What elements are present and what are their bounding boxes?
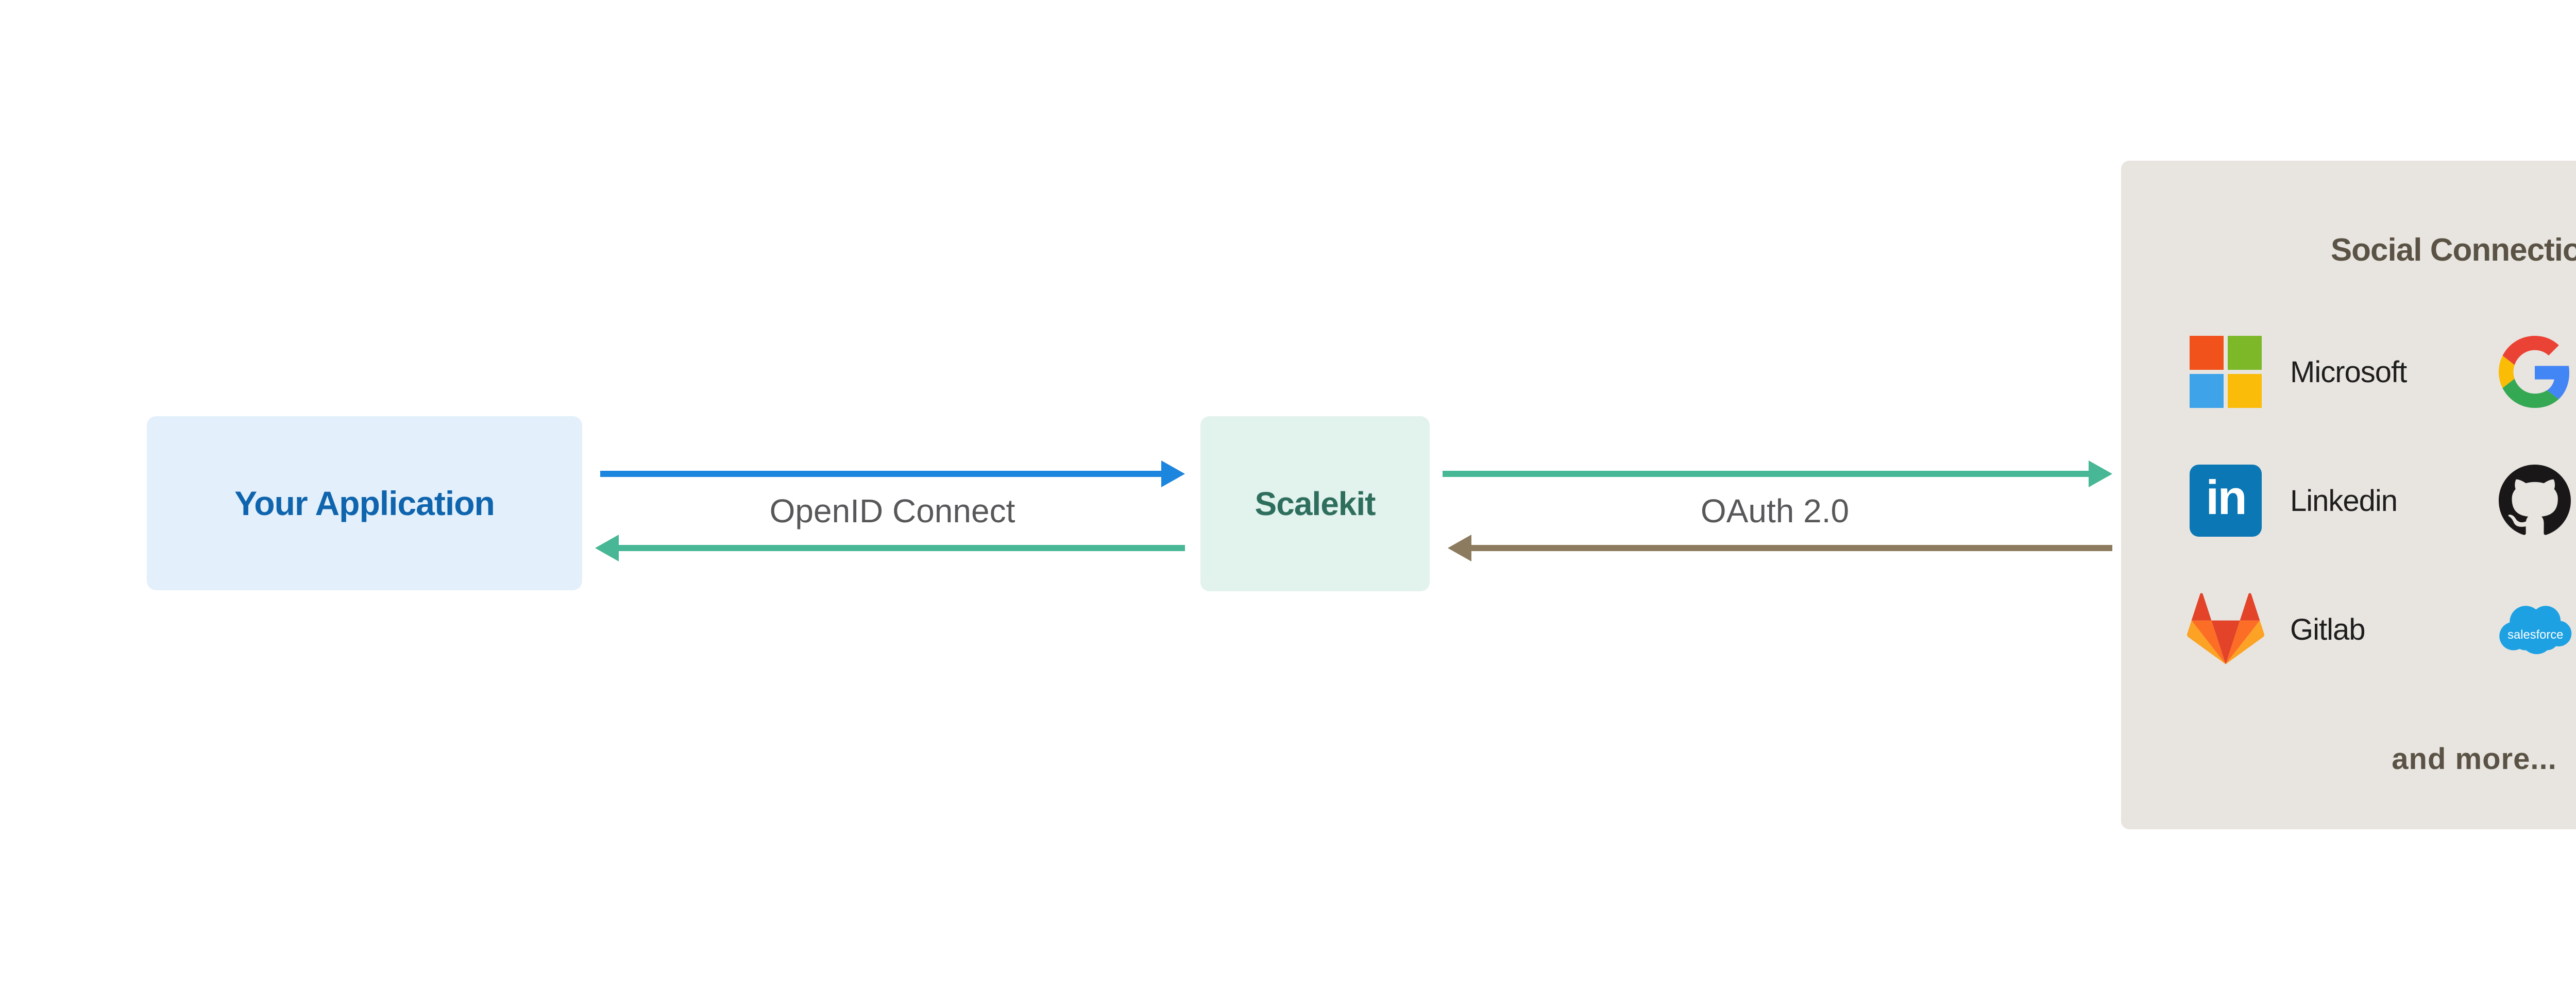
arrow-head-left-icon bbox=[595, 535, 619, 561]
arrow-line bbox=[619, 545, 1185, 551]
github-icon bbox=[2499, 465, 2571, 535]
arrow-head-left-icon bbox=[1448, 535, 1471, 561]
provider-label: Linkedin bbox=[2290, 484, 2398, 518]
provider-item-linkedin: in Linkedin bbox=[2187, 465, 2496, 537]
arrow-line bbox=[1471, 545, 2112, 551]
provider-grid: Microsoft Google in bbox=[2187, 336, 2576, 665]
arrow-head-right-icon bbox=[2089, 460, 2112, 487]
oauth-request-arrow bbox=[1443, 460, 2112, 487]
arrow-head-right-icon bbox=[1161, 460, 1185, 487]
scalekit-box: Scalekit bbox=[1200, 416, 1430, 591]
provider-item-salesforce: salesforce Salesforce bbox=[2496, 593, 2576, 665]
provider-label: Gitlab bbox=[2290, 612, 2366, 646]
gitlab-icon bbox=[2187, 593, 2264, 664]
scalekit-label: Scalekit bbox=[1255, 485, 1376, 522]
and-more-label: and more... bbox=[2392, 742, 2557, 776]
google-icon bbox=[2499, 336, 2570, 408]
your-application-label: Your Application bbox=[234, 484, 495, 522]
provider-item-google: Google bbox=[2496, 336, 2576, 408]
linkedin-icon: in bbox=[2190, 465, 2262, 537]
social-connections-title: Social Connections bbox=[2330, 232, 2576, 268]
oauth-label: OAuth 2.0 bbox=[1700, 492, 1850, 529]
openid-response-arrow bbox=[595, 535, 1185, 561]
provider-item-github: Github bbox=[2496, 465, 2576, 537]
provider-label: Microsoft bbox=[2290, 355, 2407, 389]
oauth-response-arrow bbox=[1448, 535, 2112, 561]
arrow-line bbox=[600, 471, 1161, 477]
microsoft-icon bbox=[2190, 336, 2262, 408]
svg-text:salesforce: salesforce bbox=[2507, 628, 2563, 642]
provider-item-gitlab: Gitlab bbox=[2187, 593, 2496, 665]
openid-request-arrow bbox=[600, 460, 1185, 487]
salesforce-icon: salesforce bbox=[2499, 605, 2572, 654]
arrow-line bbox=[1443, 471, 2089, 477]
social-connections-panel: Social Connections Microsoft bbox=[2121, 161, 2576, 829]
openid-connect-label: OpenID Connect bbox=[769, 492, 1015, 529]
your-application-box: Your Application bbox=[147, 416, 582, 590]
provider-item-microsoft: Microsoft bbox=[2187, 336, 2496, 408]
